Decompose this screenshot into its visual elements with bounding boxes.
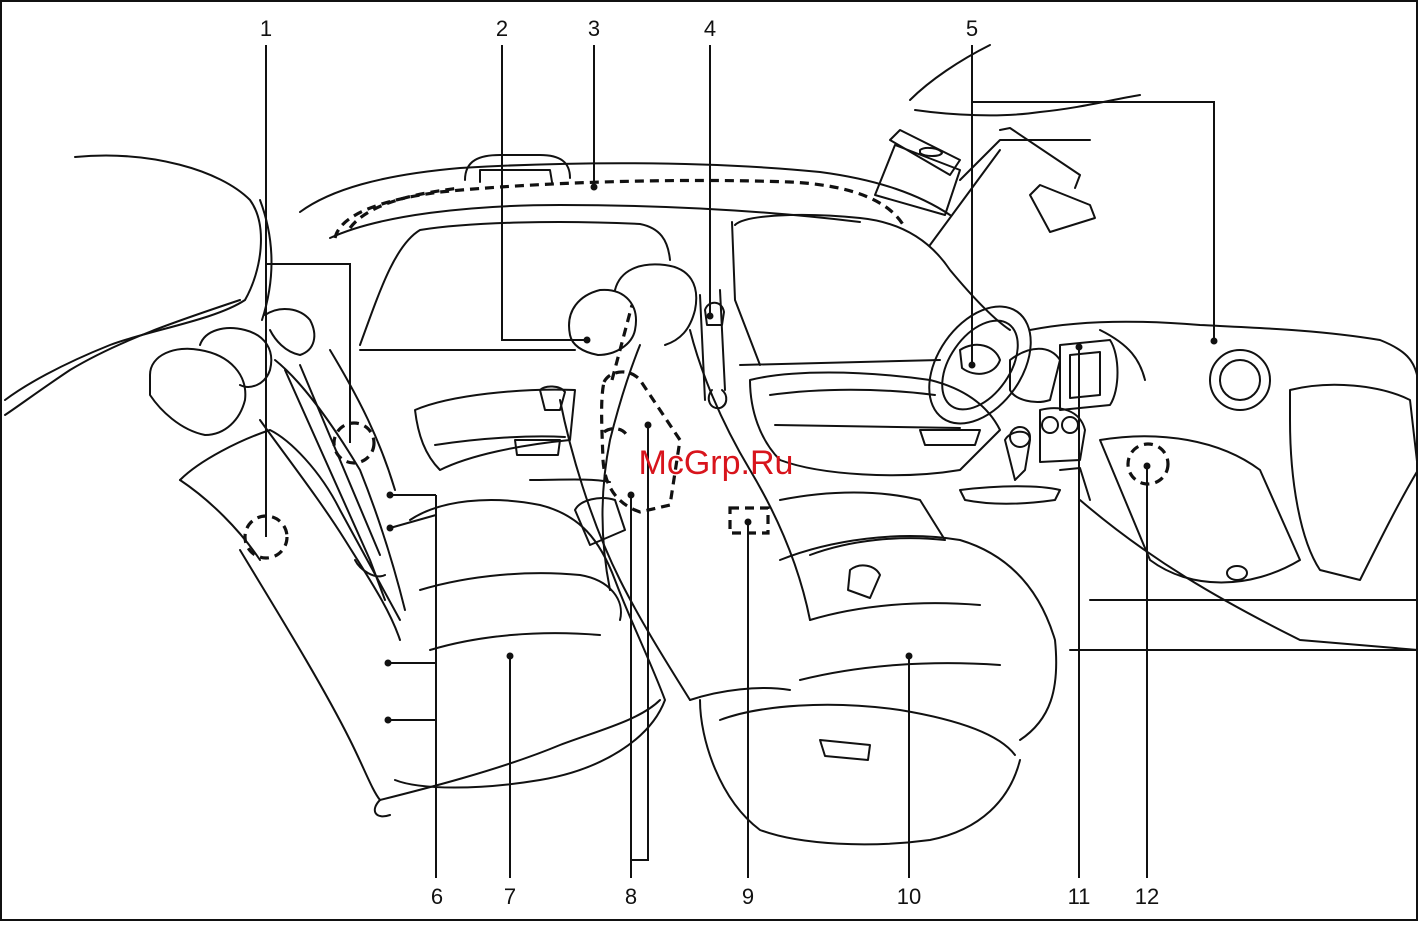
watermark: McGrp.Ru [639, 444, 794, 482]
callout-10: 10 [897, 884, 921, 909]
callout-3: 3 [588, 16, 600, 41]
callout-7: 7 [504, 884, 516, 909]
callout-12: 12 [1135, 884, 1159, 909]
callout-6: 6 [431, 884, 443, 909]
callout-2: 2 [496, 16, 508, 41]
callout-4: 4 [704, 16, 716, 41]
callout-1: 1 [260, 16, 272, 41]
callout-9: 9 [742, 884, 754, 909]
callout-11: 11 [1068, 884, 1091, 909]
callout-8: 8 [625, 884, 637, 909]
callout-5: 5 [966, 16, 978, 41]
